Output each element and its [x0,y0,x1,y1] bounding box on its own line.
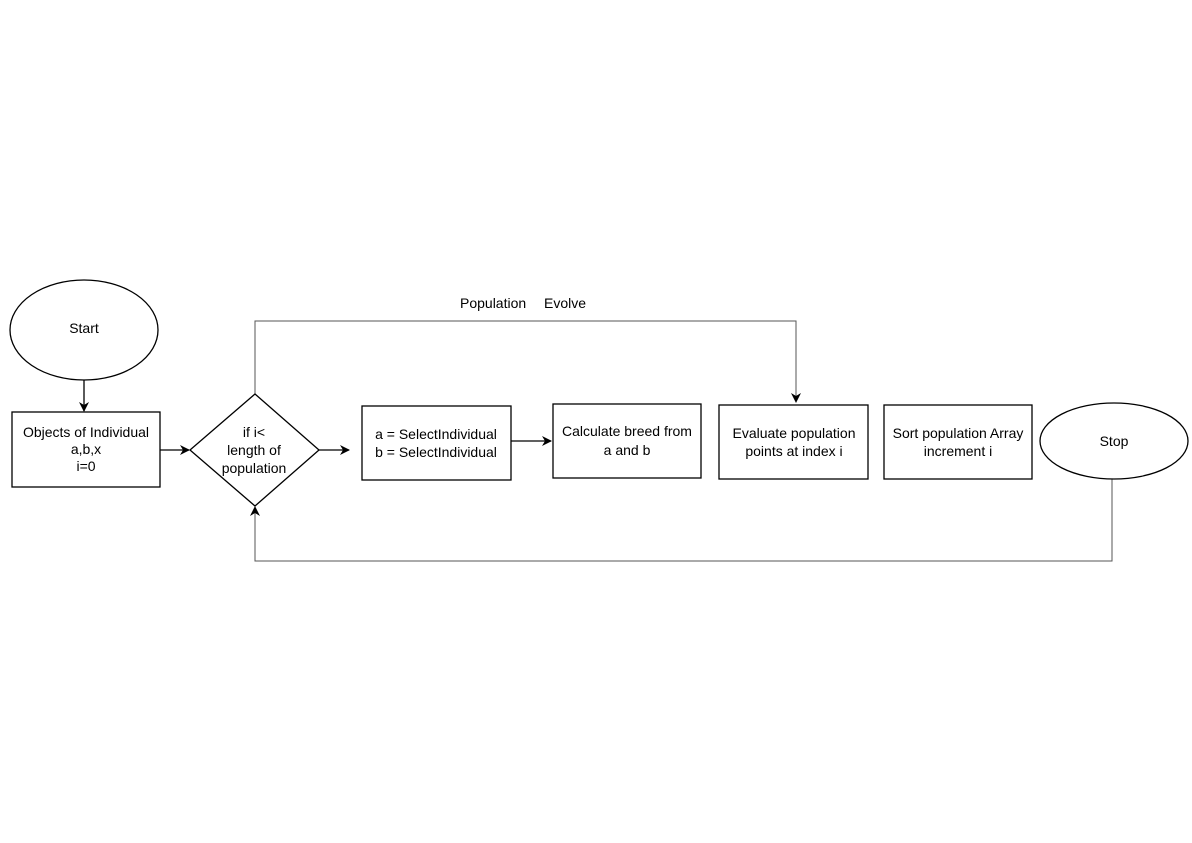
breed-label-line-2: a and b [604,442,651,458]
sort-label-line-2: increment i [924,443,992,459]
stop-node: Stop [1039,402,1189,480]
breed-node: Calculate breed from a and b [552,403,702,479]
init-label-line-1: Objects of Individual [23,424,149,440]
sort-node: Sort population Array increment i [883,404,1033,480]
breed-label-line-1: Calculate breed from [562,423,692,439]
decision-label-line-2: length of [227,442,281,458]
edge-population-evolve [254,320,801,403]
init-label-line-2: a,b,x [71,441,101,457]
decision-label-line-1: if i< [243,424,265,440]
evaluate-label-line-2: points at index i [745,443,842,459]
edge-stop-to-decision [250,479,1113,562]
edge-label-population: Population [460,295,526,311]
start-node: Start [9,279,159,381]
edge-label-evolve: Evolve [544,295,586,311]
stop-label: Stop [1100,433,1129,449]
init-node: Objects of Individual a,b,x i=0 [11,411,161,488]
decision-label-line-3: population [222,460,287,476]
evaluate-label-line-1: Evaluate population [733,425,856,441]
init-label-line-3: i=0 [76,458,95,474]
start-label: Start [69,320,99,336]
select-label-line-2: b = SelectIndividual [375,444,497,460]
select-node: a = SelectIndividual b = SelectIndividua… [361,405,512,481]
decision-node: if i< length of population [189,393,320,507]
select-label-line-1: a = SelectIndividual [375,426,497,442]
evaluate-node: Evaluate population points at index i [718,404,869,480]
sort-label-line-1: Sort population Array [893,425,1024,441]
